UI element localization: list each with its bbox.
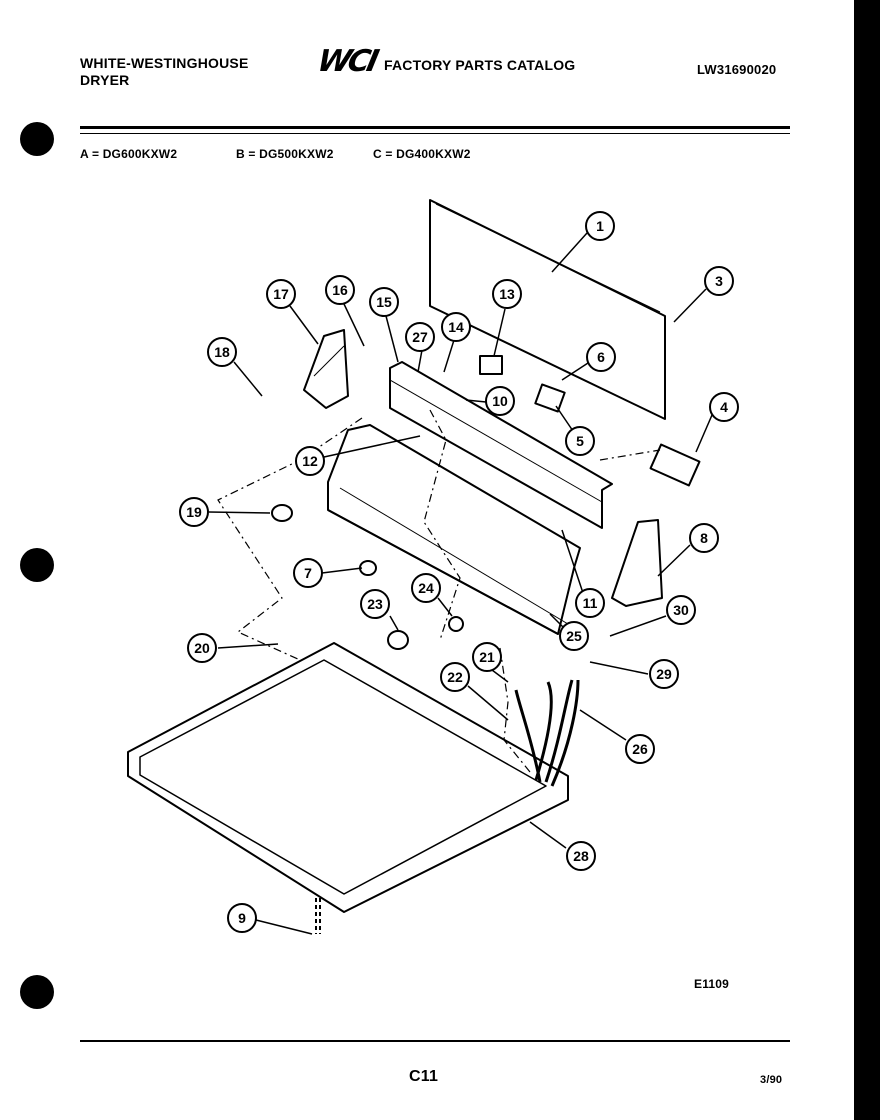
callout-27: 27 [405,322,435,352]
brand-line-1: WHITE-WESTINGHOUSE [80,55,249,71]
model-a: A = DG600KXW2 [80,147,178,161]
svg-text:9: 9 [238,910,246,926]
model-c: C = DG400KXW2 [373,147,471,161]
knob-19 [271,504,293,522]
assembly-guide-left [217,417,363,661]
svg-text:24: 24 [418,580,434,596]
timer-switch [649,443,701,487]
svg-text:12: 12 [302,453,318,469]
push-switch [479,355,503,375]
knob-24 [448,616,464,632]
callout-23: 23 [360,589,390,619]
callout-14: 14 [441,312,471,342]
svg-text:1: 1 [596,218,604,234]
svg-text:5: 5 [576,433,584,449]
callout-17: 17 [266,279,296,309]
figure-id: E1109 [694,977,730,991]
svg-text:8: 8 [700,530,708,546]
back-panel [429,199,666,420]
callout-15: 15 [369,287,399,317]
binder-hole-top [20,122,54,156]
svg-text:22: 22 [447,669,463,685]
svg-text:6: 6 [597,349,605,365]
callout-16: 16 [325,275,355,305]
knob-7 [359,560,377,576]
svg-text:18: 18 [214,344,230,360]
svg-text:10: 10 [492,393,508,409]
assembly-guide-center [423,409,461,641]
revision-date: 3/90 [760,1074,783,1086]
callout-18: 18 [207,337,237,367]
brand-line-2: DRYER [80,72,130,88]
scan-edge [854,0,880,1120]
svg-text:23: 23 [367,596,383,612]
footer-rule [80,1040,790,1042]
svg-text:3: 3 [715,273,723,289]
binder-hole-bottom [20,975,54,1009]
svg-text:11: 11 [583,595,598,611]
right-end-cap [611,519,663,607]
svg-text:20: 20 [194,640,210,656]
callout-7: 7 [293,558,323,588]
svg-text:17: 17 [273,286,289,302]
callout-9: 9 [227,903,257,933]
callout-10: 10 [485,386,515,416]
document-number: LW31690020 [697,62,777,77]
callout-21: 21 [472,642,502,672]
header-rule-thin [80,133,790,134]
catalog-title: FACTORY PARTS CATALOG [384,57,576,73]
knob-23 [387,630,409,650]
assembly-guide-right [599,449,661,461]
svg-text:7: 7 [304,565,312,581]
callout-24: 24 [411,573,441,603]
callout-12: 12 [295,446,325,476]
callout-26: 26 [625,734,655,764]
callout-6: 6 [586,342,616,372]
dryer-top [127,642,569,913]
callout-4: 4 [709,392,739,422]
model-b: B = DG500KXW2 [236,147,334,161]
callout-1: 1 [585,211,615,241]
binder-hole-middle [20,548,54,582]
svg-text:26: 26 [632,741,648,757]
callout-20: 20 [187,633,217,663]
svg-text:21: 21 [479,649,495,665]
svg-text:27: 27 [412,329,428,345]
svg-text:28: 28 [573,848,589,864]
left-end-bracket [303,329,349,409]
svg-text:13: 13 [499,286,515,302]
svg-text:14: 14 [448,319,464,335]
callout-3: 3 [704,266,734,296]
svg-text:15: 15 [376,294,392,310]
callout-29: 29 [649,659,679,689]
callout-5: 5 [565,426,595,456]
selector-switch [534,383,566,413]
callout-8: 8 [689,523,719,553]
callout-22: 22 [440,662,470,692]
page-number: C11 [409,1068,439,1085]
svg-text:4: 4 [720,399,728,415]
callout-13: 13 [492,279,522,309]
callout-25: 25 [559,621,589,651]
assembly-guide-bottom [499,647,531,773]
header-rule [80,126,790,129]
svg-text:16: 16 [332,282,348,298]
svg-text:29: 29 [656,666,672,682]
callout-30: 30 [666,595,696,625]
svg-text:19: 19 [186,504,202,520]
brand-name: WHITE-WESTINGHOUSE DRYER [80,55,248,89]
callout-19: 19 [179,497,209,527]
svg-text:25: 25 [566,628,582,644]
svg-text:30: 30 [673,602,689,618]
callout-28: 28 [566,841,596,871]
callout-11: 11 [575,588,605,618]
control-panel-bar [389,361,613,529]
